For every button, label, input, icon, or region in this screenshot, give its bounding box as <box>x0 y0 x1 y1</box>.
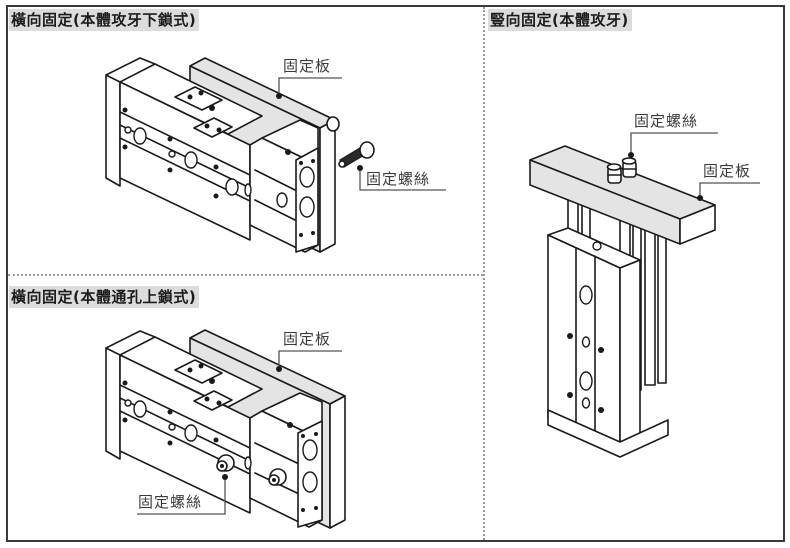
vertical-divider <box>483 7 485 540</box>
section-title-horizontal-through: 橫向固定(本體通孔上鎖式) <box>9 286 200 308</box>
mounting-plate <box>529 145 716 245</box>
slide-table-body <box>105 330 323 528</box>
fixing-screws <box>326 116 375 168</box>
label-plate-3: 固定板 <box>283 330 332 348</box>
leader-plate-1 <box>276 77 342 99</box>
section-title-horizontal-tapped: 橫向固定(本體攻牙下鎖式) <box>9 9 200 31</box>
fixing-screws <box>606 157 637 184</box>
slide-table-body <box>547 227 669 458</box>
leader-screw-3 <box>137 474 228 515</box>
section-title-vertical-tapped: 豎向固定(本體攻牙) <box>488 9 632 31</box>
leader-plate-3 <box>276 350 342 372</box>
fixing-screws <box>216 454 287 486</box>
label-screw-2: 固定螺絲 <box>634 112 699 130</box>
outer-frame <box>6 5 785 542</box>
label-screw-1: 固定螺絲 <box>366 170 431 188</box>
slide-table-body <box>105 57 319 253</box>
leader-screw-1 <box>357 165 446 191</box>
label-plate-1: 固定板 <box>283 57 332 75</box>
label-plate-2: 固定板 <box>703 162 752 180</box>
leader-screw-2 <box>628 132 718 158</box>
leader-plate-2 <box>697 182 760 201</box>
horizontal-divider <box>8 274 483 276</box>
label-screw-3: 固定螺絲 <box>138 493 203 511</box>
